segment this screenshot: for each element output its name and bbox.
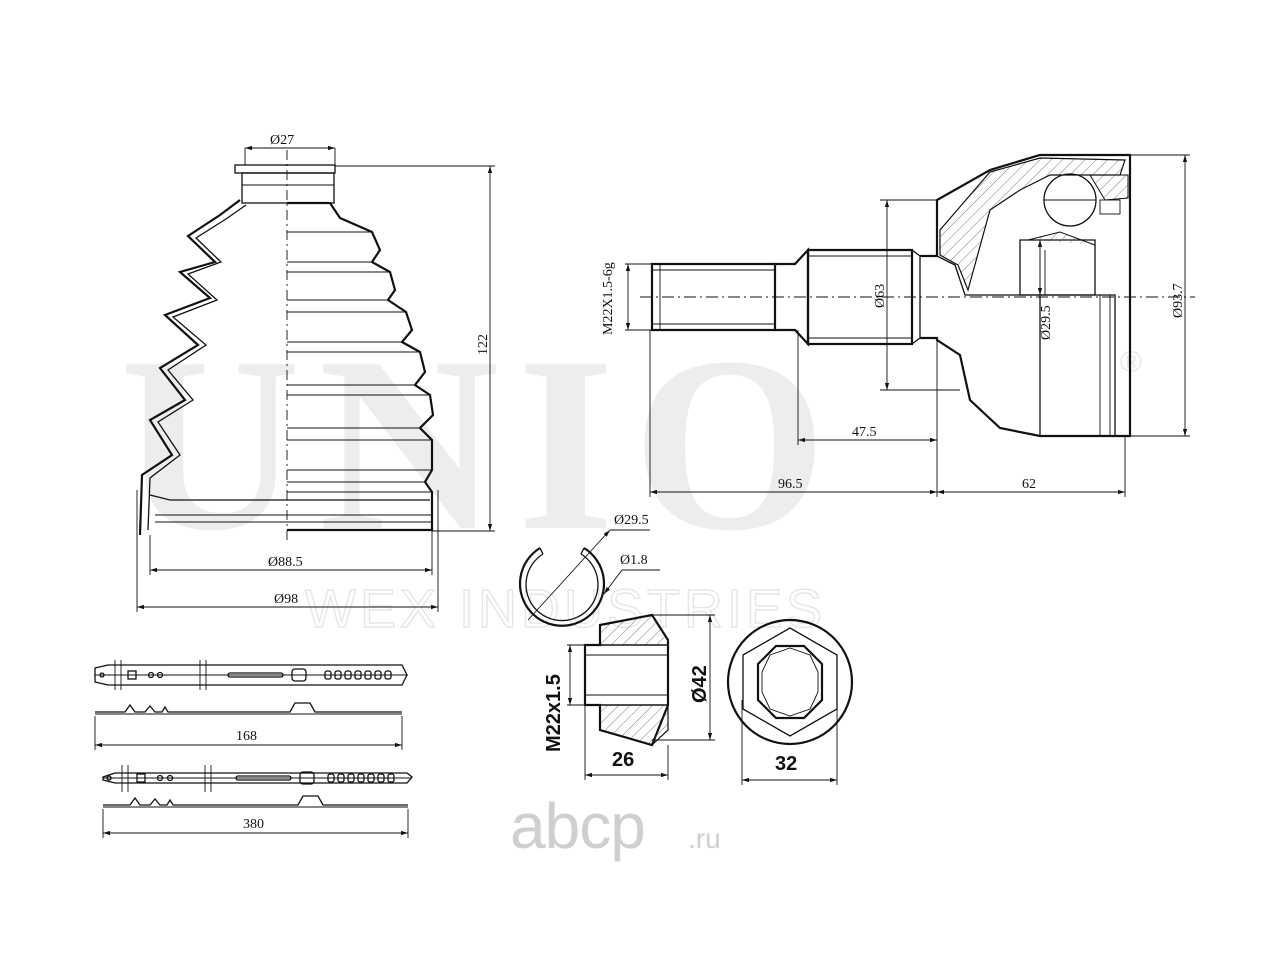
- joint-outer-diameter-label: Ø93.7: [1171, 283, 1186, 318]
- nut-thread-label: M22x1.5: [543, 674, 565, 752]
- watermark: UNIO ® WEX INDUSTRIES: [120, 306, 1142, 640]
- boot-drawing: [138, 150, 435, 540]
- joint-thread-label: M22X1.5-6g: [601, 262, 616, 335]
- nut-height-label: 26: [612, 749, 634, 771]
- small-clamp-drawing: 168: [94, 660, 408, 750]
- watermark-brand: UNIO: [120, 306, 845, 583]
- joint-shaft-diameter-label: Ø63: [873, 284, 888, 308]
- watermark-tagline: WEX INDUSTRIES: [305, 579, 826, 639]
- abcp-logo-name: abcp: [510, 790, 645, 862]
- small-clamp-length-label: 168: [236, 729, 257, 744]
- boot-top-diameter-label: Ø27: [270, 133, 294, 148]
- circlip-drawing: Ø29.5 Ø1.8: [518, 513, 660, 627]
- nut-end-view-drawing: 32: [726, 618, 854, 785]
- large-clamp-drawing: 380: [102, 765, 413, 838]
- boot-dimensions: Ø27 122 Ø88.5 Ø98: [136, 133, 495, 612]
- circlip-wire-label: Ø1.8: [620, 553, 648, 568]
- joint-dimensions: M22X1.5-6g Ø63 Ø29.5 Ø93.7 47.5 96.5 62: [601, 154, 1190, 497]
- joint-shaft-length-label: 47.5: [852, 425, 877, 440]
- boot-height-label: 122: [476, 334, 491, 355]
- cv-joint-drawing: [640, 153, 1195, 438]
- joint-body-length-label: 62: [1022, 477, 1036, 492]
- abcp-logo: abcp .ru: [510, 790, 721, 862]
- large-clamp-length-label: 380: [243, 817, 264, 832]
- circlip-diameter-label: Ø29.5: [614, 513, 649, 528]
- joint-spline-diameter-label: Ø29.5: [1039, 305, 1054, 340]
- boot-inner-diameter-label: Ø88.5: [268, 555, 303, 570]
- nut-section-drawing: M22x1.5 Ø42 26: [543, 613, 715, 780]
- boot-outer-diameter-label: Ø98: [274, 592, 298, 607]
- nut-hex-size-label: 32: [775, 753, 797, 775]
- joint-total-length-label: 96.5: [778, 477, 803, 492]
- abcp-logo-tld: .ru: [688, 823, 721, 854]
- nut-outer-diameter-label: Ø42: [689, 665, 711, 703]
